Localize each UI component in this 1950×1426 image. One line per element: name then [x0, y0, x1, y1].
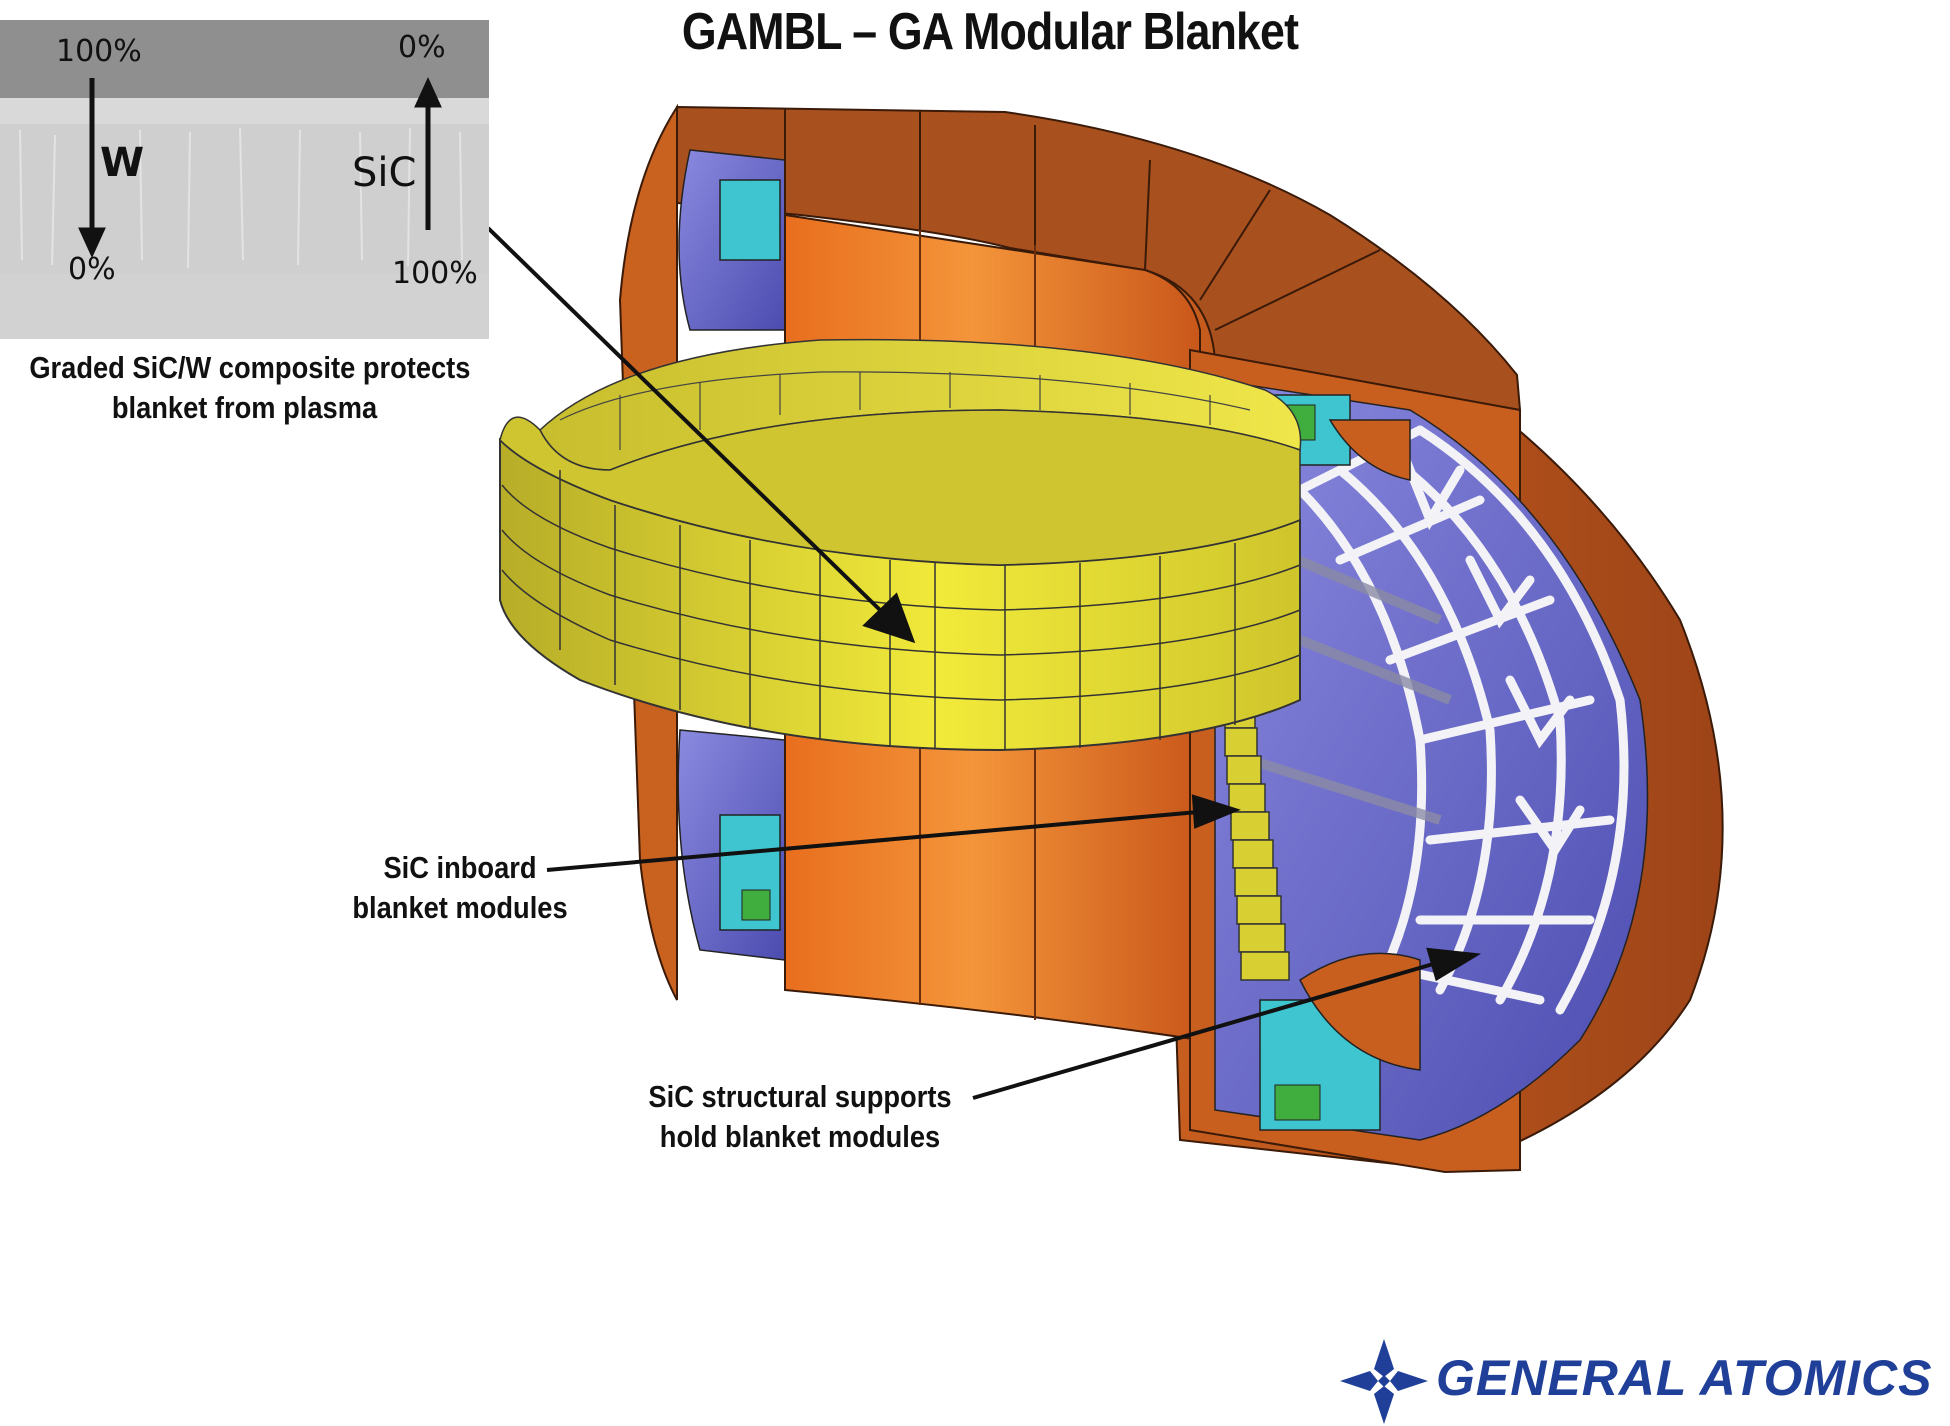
left-cyan-upper [719, 179, 781, 261]
callout-graded-line-1: Graded SiC/W composite protects [29, 350, 471, 385]
callout-inboard-modules: SiC inboard blanket modules [346, 848, 575, 928]
inset-tungsten-label: W [100, 140, 145, 186]
logo-star-icon [1340, 1339, 1428, 1424]
sic-structural-supports [1295, 425, 1629, 1015]
callout-graded-composite: Graded SiC/W composite protects blanket … [29, 348, 471, 428]
micrograph-image [0, 20, 489, 339]
right-divertor-upper [1328, 419, 1411, 481]
callout-structural-supports: SiC structural supports hold blanket mod… [642, 1077, 959, 1157]
inset-top-right-percent: 0% [398, 30, 446, 65]
callout-structural-line-1: SiC structural supports [648, 1079, 952, 1114]
callout-structural-line-2: hold blanket modules [659, 1119, 941, 1154]
inset-bottom-right-percent: 100% [392, 256, 478, 291]
top-lid [676, 105, 1522, 412]
inset-bottom-left-percent: 0% [68, 252, 116, 287]
callout-inboard-line-2: blanket modules [352, 890, 568, 925]
logo-wordmark: GENERAL ATOMICS [1436, 1350, 1933, 1406]
left-green-lower [741, 889, 771, 921]
diagram-title: GAMBL – GA Modular Blanket [681, 3, 1299, 61]
inset-sic-label: SiC [352, 150, 417, 196]
callout-arrows [486, 226, 1482, 1100]
inset-top-left-percent: 100% [56, 34, 142, 69]
sem-micrograph-inset: 100% 0% 0% 100% W SiC [0, 20, 489, 339]
callout-graded-line-2: blanket from plasma [111, 390, 378, 425]
right-divertor-lower [1299, 952, 1421, 1071]
callout-inboard-line-1: SiC inboard [383, 850, 537, 885]
general-atomics-logo: GENERAL ATOMICS [1338, 1337, 1950, 1426]
